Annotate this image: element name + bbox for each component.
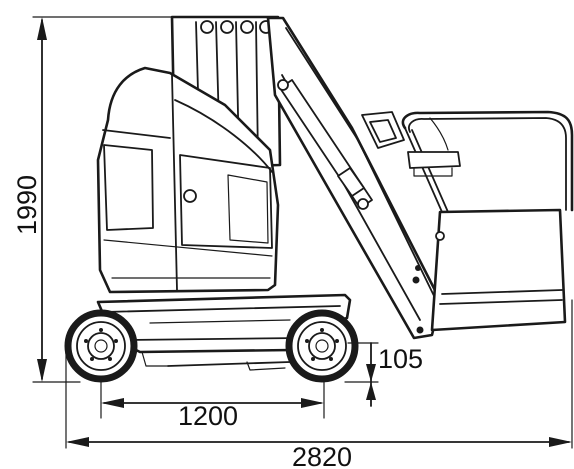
front-wheel [285, 309, 359, 383]
rear-wheel [64, 309, 138, 383]
length-label: 2820 [292, 442, 352, 469]
wheelbase-dimension: 1200 [100, 381, 325, 431]
height-label: 1990 [12, 175, 42, 235]
machine-drawing [64, 15, 574, 383]
platform-basket [361, 110, 574, 332]
clearance-label: 105 [378, 344, 423, 374]
body-housing [96, 66, 280, 294]
length-dimension: 2820 [65, 299, 573, 469]
height-dimension: 1990 [12, 16, 173, 383]
clearance-dimension: 105 [344, 342, 423, 407]
jib-arm [266, 16, 442, 340]
wheelbase-label: 1200 [178, 401, 238, 431]
